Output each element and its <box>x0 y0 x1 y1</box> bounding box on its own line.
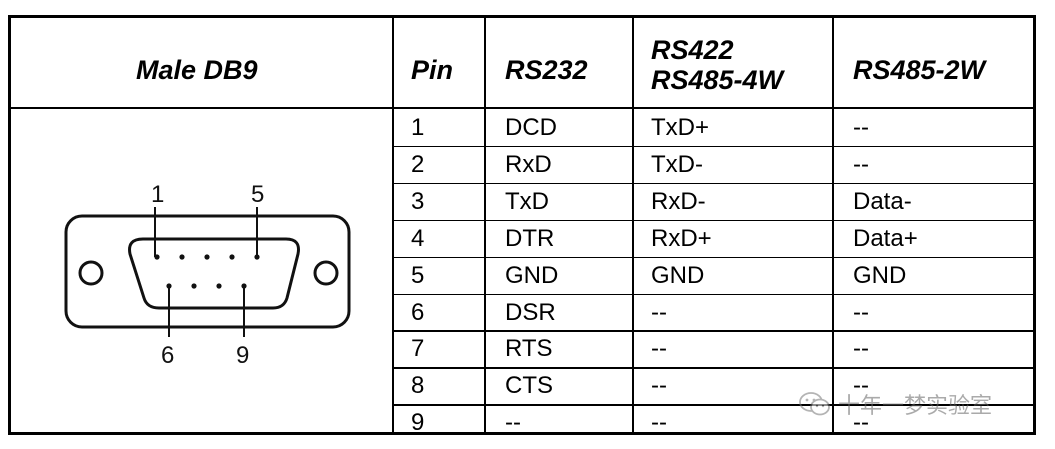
cell-rs485: -- <box>853 335 869 363</box>
pin-label-5: 5 <box>251 181 264 208</box>
row-divider <box>392 404 1033 406</box>
cell-rs422: GND <box>651 261 705 289</box>
row-divider <box>392 367 1033 369</box>
cell-rs422: -- <box>651 372 667 400</box>
cell-pin: 8 <box>411 372 425 400</box>
row-divider <box>392 182 1033 185</box>
cell-rs485: -- <box>853 114 869 141</box>
db9-connector-diagram: 1 5 6 9 <box>64 181 351 369</box>
col-divider-1 <box>392 18 394 432</box>
cell-rs232: TxD <box>505 187 549 215</box>
pin-label-6: 6 <box>161 342 174 369</box>
col-divider-2 <box>484 18 486 432</box>
cell-rs232: -- <box>505 409 521 437</box>
pin-dot-1 <box>154 254 160 260</box>
cell-pin: 6 <box>411 298 425 326</box>
cell-pin: 3 <box>411 187 425 215</box>
header-divider <box>11 107 1033 109</box>
watermark: 十年一梦实验室 <box>798 386 992 422</box>
cell-rs422: -- <box>651 298 667 326</box>
wechat-icon <box>799 392 830 416</box>
pin-dot-2 <box>179 254 185 260</box>
pin-dot-5 <box>254 254 260 260</box>
cell-rs485: -- <box>853 150 869 178</box>
header-connector: Male DB9 <box>136 55 258 85</box>
row-divider <box>392 256 1033 259</box>
header-rs232: RS232 <box>505 55 588 85</box>
cell-rs485: GND <box>853 261 907 289</box>
row-divider <box>392 293 1033 295</box>
cell-rs232: GND <box>505 261 559 289</box>
cell-pin: 1 <box>411 114 425 141</box>
cell-rs232: DSR <box>505 298 556 326</box>
cell-rs232: DCD <box>505 114 557 141</box>
cell-rs485: -- <box>853 372 869 400</box>
col-divider-4 <box>832 18 834 432</box>
cell-rs422: TxD- <box>651 150 703 178</box>
pin-label-1: 1 <box>151 181 164 208</box>
header-rs485-4w: RS485-4W <box>651 65 784 95</box>
row-divider <box>392 330 1033 332</box>
cell-rs485: -- <box>853 298 869 326</box>
row-divider <box>392 219 1033 222</box>
cell-rs485: -- <box>853 409 869 437</box>
header-pin: Pin <box>411 55 454 85</box>
mounting-hole-left <box>78 260 104 286</box>
watermark-text: 十年一梦实验室 <box>838 394 993 419</box>
cell-rs422: RxD+ <box>651 224 712 252</box>
mounting-hole-right <box>313 260 339 286</box>
pin-dot-3 <box>204 254 210 260</box>
pin-dot-4 <box>229 254 235 260</box>
header-rs485-2w: RS485-2W <box>853 55 986 85</box>
col-divider-3 <box>632 18 634 432</box>
cell-rs232: DTR <box>505 224 555 252</box>
cell-rs485: Data- <box>853 187 912 215</box>
cell-rs232: RxD <box>505 150 552 178</box>
row-divider <box>392 145 1033 148</box>
pinout-table: Male DB9 Pin RS232 RS422 RS485-4W RS485-… <box>8 15 1036 436</box>
cell-rs422: -- <box>651 335 667 363</box>
pin-dot-6 <box>166 283 172 289</box>
header-rs422: RS422 <box>651 35 734 65</box>
cell-rs422: -- <box>651 409 667 437</box>
pin-dot-7 <box>191 283 197 289</box>
cell-pin: 7 <box>411 335 425 363</box>
cell-pin: 2 <box>411 150 425 178</box>
cell-pin: 4 <box>411 224 425 252</box>
pin-dot-9 <box>241 283 247 289</box>
pin-dot-8 <box>216 283 222 289</box>
cell-rs422: TxD+ <box>651 114 710 141</box>
cell-pin: 9 <box>411 409 425 437</box>
pin-label-9: 9 <box>236 342 249 369</box>
cell-pin: 5 <box>411 261 425 289</box>
cell-rs422: RxD- <box>651 187 706 215</box>
cell-rs485: Data+ <box>853 224 918 252</box>
cell-rs232: RTS <box>505 335 553 363</box>
cell-rs232: CTS <box>505 372 553 400</box>
